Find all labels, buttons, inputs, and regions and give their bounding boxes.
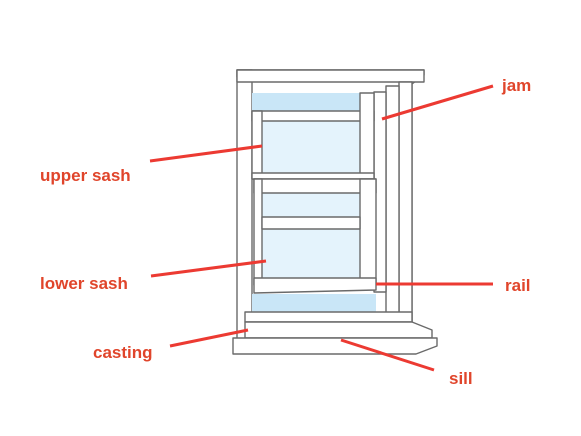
upper-sash-bottom — [251, 172, 375, 180]
lower-glass-top — [262, 193, 360, 217]
lower-glass — [262, 229, 360, 278]
leader-sill — [340, 338, 435, 372]
stool — [244, 321, 433, 339]
sill-assembly — [232, 311, 438, 355]
lower-sash-right-stile — [359, 178, 377, 286]
lower-sash-top-rail — [253, 178, 377, 194]
glass-panes — [252, 93, 376, 312]
label-rail: rail — [505, 276, 531, 295]
label-casting: casting — [93, 343, 153, 362]
sill — [232, 337, 438, 355]
right-jamb-inner — [385, 85, 400, 327]
label-upper-sash: upper sash — [40, 166, 131, 185]
leader-casting — [169, 328, 249, 348]
lower-sash — [253, 178, 377, 294]
left-casing — [236, 69, 253, 341]
upper-sash-top-rail — [251, 110, 375, 122]
leader-jam — [381, 84, 494, 121]
label-sill: sill — [449, 369, 473, 388]
upper-sash-right-stile — [359, 92, 375, 180]
lower-sash-left-stile — [253, 178, 263, 286]
leader-lines — [149, 84, 494, 372]
rail-bar — [253, 277, 377, 294]
top-casing — [236, 69, 425, 83]
right-jamb-outer — [398, 81, 413, 328]
leader-lower-sash — [150, 259, 267, 278]
bottom-glass — [252, 294, 376, 312]
label-lower-sash: lower sash — [40, 274, 128, 293]
lower-sash-middle-rail — [261, 216, 361, 230]
label-jam: jam — [502, 76, 532, 95]
bottom-stop — [244, 311, 413, 323]
upper-glass-top — [252, 93, 372, 111]
upper-glass — [262, 121, 360, 173]
leader-upper-sash — [149, 144, 263, 163]
